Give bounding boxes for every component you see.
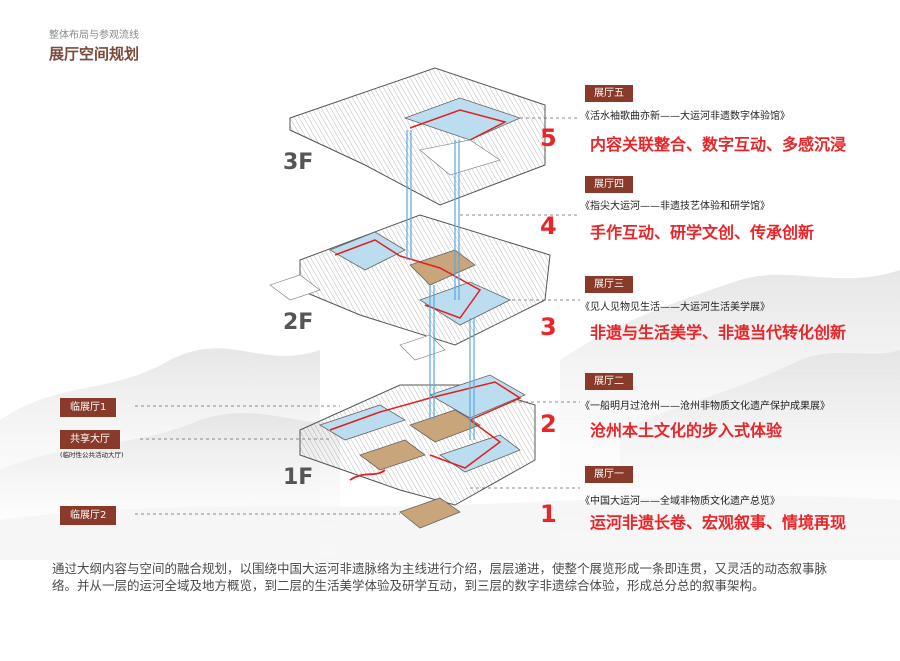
hall-2-name: 《一船明月过沧州——沧州非物质文化遗产保护成果展》 — [580, 401, 830, 412]
hall-5-tag: 展厅五 — [585, 85, 633, 102]
hall-3-number: 3 — [540, 313, 557, 341]
hall-5-number: 5 — [540, 124, 557, 152]
section-subtitle: 整体布局与参观流线 — [49, 30, 139, 41]
hall-1-name: 《中国大运河——全域非物质文化遗产总览》 — [580, 496, 780, 507]
hall-5-name: 《活水袖歌曲亦新——大运河非遗数字体验馆》 — [580, 111, 790, 122]
page-title: 展厅空间规划 — [49, 45, 140, 63]
hall-2-number: 2 — [540, 410, 557, 438]
hall-2-tag: 展厅二 — [585, 373, 633, 390]
floor-label-3f: 3F — [283, 150, 314, 175]
floor-label-2f: 2F — [283, 310, 314, 335]
hall-3-description: 非遗与生活美学、非遗当代转化创新 — [590, 323, 847, 342]
hall-4-number: 4 — [540, 212, 557, 240]
hall-1-number: 1 — [540, 500, 557, 528]
shared-hall-note: (临时性公共活动大厅) — [60, 451, 124, 459]
floor-3f-plan — [289, 67, 546, 206]
floor-2f-plan — [269, 214, 551, 361]
hall-4-description: 手作互动、研学文创、传承创新 — [590, 223, 815, 242]
floor-label-1f: 1F — [283, 465, 314, 490]
hall-1-tag: 展厅一 — [585, 466, 633, 483]
hall-2-description: 沧州本土文化的步入式体验 — [590, 421, 783, 440]
hall-3-tag: 展厅三 — [585, 276, 633, 293]
hall-5-description: 内容关联整合、数字互动、多感沉浸 — [590, 135, 847, 154]
hall-4-name: 《指尖大运河——非遗技艺体验和研学馆》 — [580, 201, 770, 212]
floor-1f-plan — [299, 374, 536, 529]
temp-hall-1-tag: 临展厅1 — [60, 398, 117, 417]
hall-3-name: 《见人见物见生活——大运河生活美学展》 — [580, 302, 770, 313]
summary-paragraph: 通过大纲内容与空间的融合规划，以围绕中国大运河非遗脉络为主线进行介绍，层层递进，… — [52, 561, 828, 593]
shared-hall-tag: 共享大厅 — [60, 430, 120, 449]
temp-hall-2-tag: 临展厅2 — [60, 506, 117, 525]
hall-4-tag: 展厅四 — [585, 176, 633, 193]
hall-1-description: 运河非遗长卷、宏观叙事、情境再现 — [590, 513, 847, 532]
